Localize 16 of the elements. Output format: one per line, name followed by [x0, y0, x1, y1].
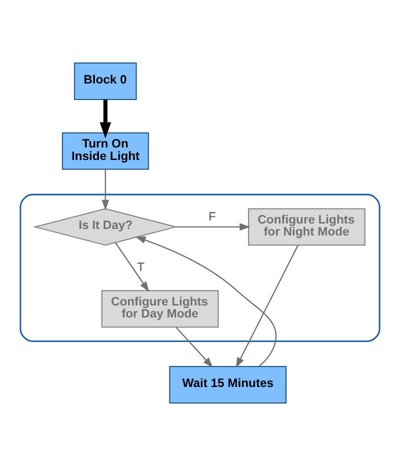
node-box: Turn On Inside Light — [62, 132, 149, 170]
cluster — [20, 194, 380, 342]
node-box: Configure Lights for Day Mode — [101, 290, 219, 328]
node-box: Wait 15 Minutes — [169, 366, 286, 404]
arrow — [236, 244, 299, 368]
edge-label: F — [208, 209, 216, 224]
arrow — [176, 223, 250, 231]
node-box: Configure Lights for Night Mode — [248, 208, 366, 246]
node-diamond: Is It Day? — [33, 208, 178, 246]
arrow — [100, 100, 112, 139]
edge-label: T — [137, 260, 145, 274]
arrow — [114, 242, 150, 292]
arrow — [102, 170, 110, 210]
arrow — [135, 236, 277, 367]
arrow — [176, 326, 214, 368]
node-box: Block 0 — [74, 62, 137, 100]
